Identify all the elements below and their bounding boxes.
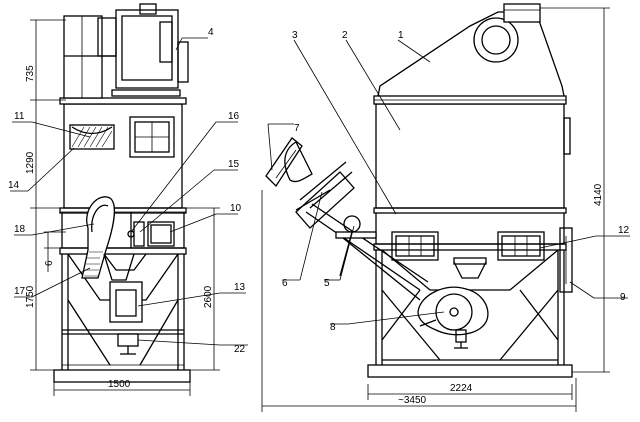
conveyor: [295, 171, 355, 229]
callout-3: 3: [292, 30, 298, 41]
callout-12: 12: [618, 225, 630, 236]
callout-13: 13: [234, 282, 246, 293]
callout-6: 6: [282, 278, 288, 289]
dim-2600: 2600: [203, 285, 214, 308]
callout-7: 7: [294, 123, 300, 134]
callout-8: 8: [330, 322, 336, 333]
right-base-plinth: [367, 364, 573, 378]
callout-5: 5: [324, 278, 330, 289]
outlet-feeder: [109, 281, 143, 323]
callout-10: 10: [230, 203, 242, 214]
callout-18: 18: [14, 224, 26, 235]
top-pipe: [473, 17, 519, 63]
callout-4: 4: [208, 27, 214, 38]
callout-17: 17: [14, 286, 26, 297]
discharge-valve: [117, 333, 139, 347]
callout-9: 9: [620, 292, 626, 303]
callout-11: 11: [14, 111, 25, 122]
dim-1500: 1500: [108, 379, 131, 390]
exhaust-duct: [63, 15, 103, 99]
dim-735: 735: [25, 65, 36, 82]
callout-22: 22: [234, 344, 246, 355]
dim-2224: 2224: [450, 383, 473, 394]
blower-fan: [417, 286, 489, 336]
callout-16: 16: [228, 111, 240, 122]
dim-3450: ~3450: [398, 395, 427, 406]
left-base-plinth: [53, 369, 191, 383]
right-elevation: [261, 3, 610, 412]
callout-15: 15: [228, 159, 240, 170]
callout-14: 14: [8, 180, 20, 191]
callout-2: 2: [342, 30, 348, 41]
dim-4140: 4140: [593, 183, 604, 206]
dim-6: 6: [44, 260, 55, 266]
right-callout-leaders: [267, 39, 630, 325]
dim-1290: 1290: [25, 151, 36, 174]
callout-1: 1: [398, 30, 404, 41]
left-elevation: [30, 3, 220, 396]
left-callout-leaders: [10, 37, 248, 346]
